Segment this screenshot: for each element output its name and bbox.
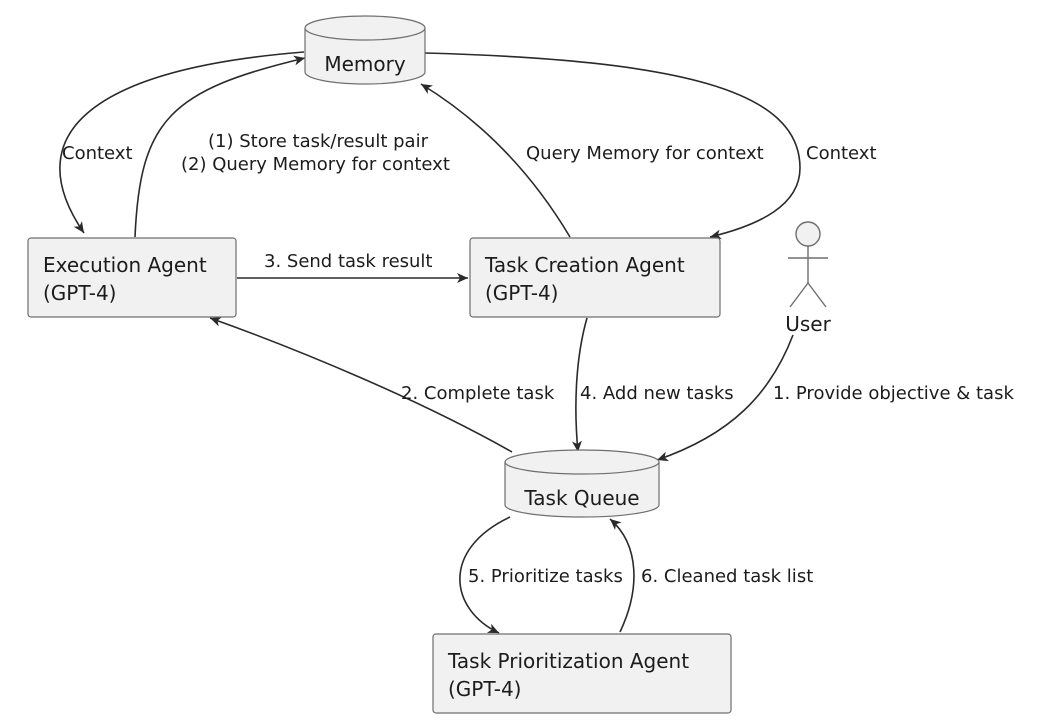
label-execution-to-memory-2: (2) Query Memory for context: [181, 154, 450, 175]
memory-database: Memory: [304, 15, 426, 85]
execution-agent-model: (GPT-4): [43, 281, 117, 305]
label-user-to-queue: 1. Provide objective & task: [773, 383, 1014, 404]
label-memory-to-execution: Context: [62, 143, 133, 164]
edge-memory-to-creation: [424, 52, 801, 240]
user-label: User: [785, 312, 831, 336]
user-actor-icon: [788, 221, 828, 308]
task-queue-database: Task Queue: [504, 449, 660, 518]
task-queue-label: Task Queue: [523, 486, 639, 510]
label-execution-to-memory-1: (1) Store task/result pair: [208, 131, 429, 152]
task-prioritization-agent-box: Task Prioritization Agent (GPT-4): [432, 633, 732, 714]
label-creation-to-queue: 4. Add new tasks: [580, 383, 734, 404]
edge-creation-to-memory: [420, 83, 571, 238]
task-creation-agent-box: Task Creation Agent (GPT-4): [469, 237, 721, 318]
edge-prioritization-to-queue: [609, 518, 635, 633]
label-creation-to-memory: Query Memory for context: [526, 143, 764, 164]
edge-queue-to-prioritization: [459, 516, 511, 634]
label-queue-to-prioritization: 5. Prioritize tasks: [468, 566, 623, 587]
edge-execution-to-memory: [134, 55, 306, 238]
label-execution-to-creation: 3. Send task result: [264, 251, 433, 272]
edge-user-to-queue: [656, 334, 794, 462]
task-prioritization-agent-title: Task Prioritization Agent: [447, 649, 689, 673]
task-creation-agent-model: (GPT-4): [485, 281, 559, 305]
task-prioritization-agent-model: (GPT-4): [448, 677, 522, 701]
label-memory-to-creation: Context: [806, 143, 877, 164]
memory-label: Memory: [324, 52, 406, 76]
edge-memory-to-execution: [59, 51, 305, 234]
task-creation-agent-title: Task Creation Agent: [484, 253, 685, 277]
execution-agent-box: Execution Agent (GPT-4): [27, 237, 237, 318]
execution-agent-title: Execution Agent: [43, 253, 207, 277]
edge-queue-to-execution: [209, 316, 513, 453]
edge-creation-to-queue: [571, 317, 588, 453]
label-prioritization-to-queue: 6. Cleaned task list: [641, 566, 813, 587]
label-queue-to-execution: 2. Complete task: [401, 383, 555, 404]
